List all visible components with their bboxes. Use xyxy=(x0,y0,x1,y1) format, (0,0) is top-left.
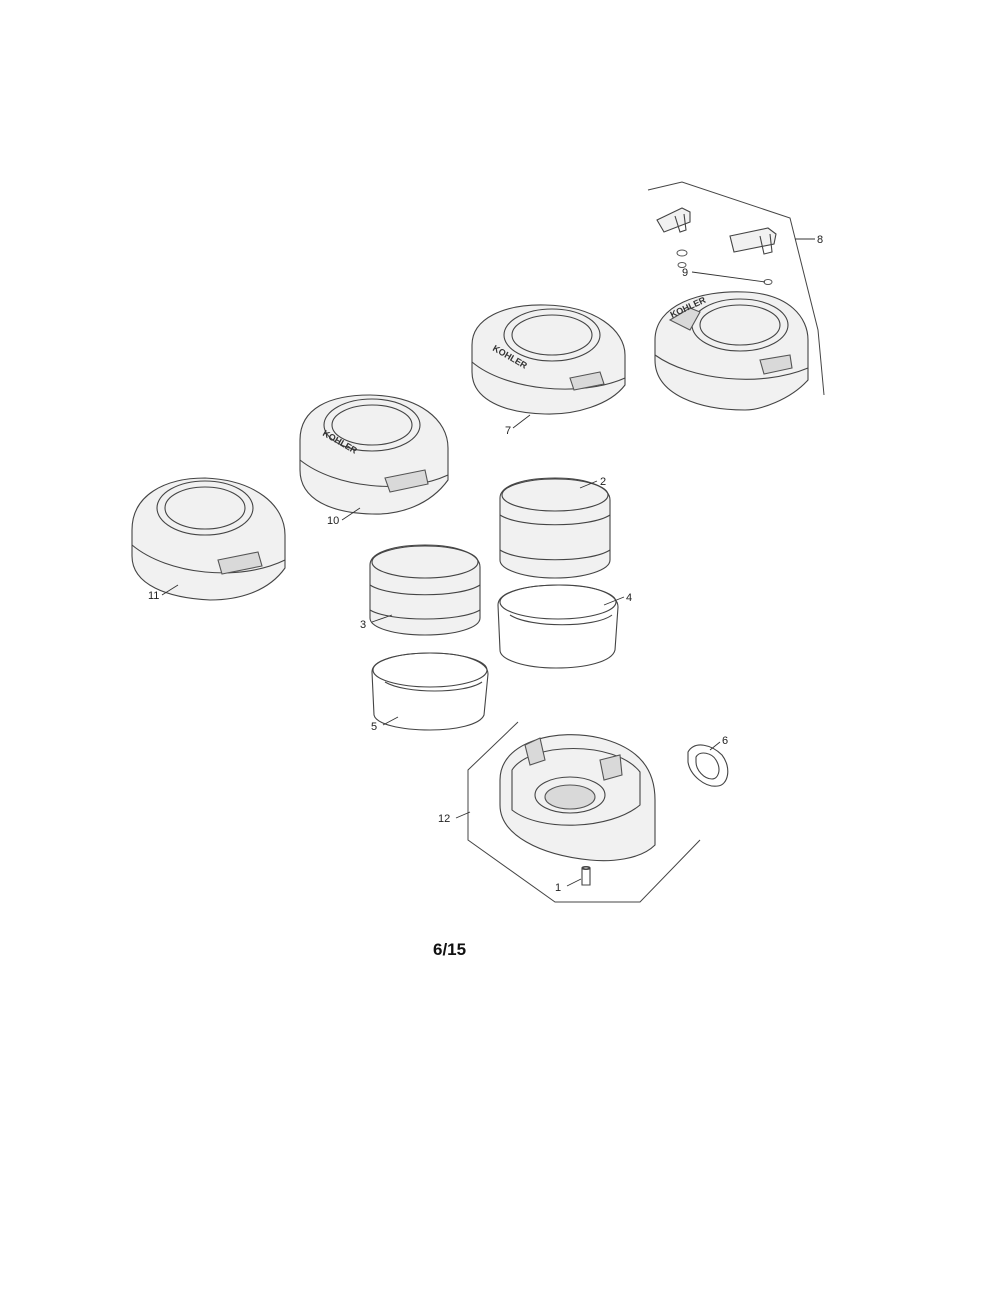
callout-3: 3 xyxy=(360,619,366,631)
callout-6: 6 xyxy=(722,735,728,747)
leader-10 xyxy=(341,507,361,521)
page-number: 6/15 xyxy=(433,940,467,959)
part-9-washer-b xyxy=(677,262,687,268)
callout-8: 8 xyxy=(817,234,823,246)
part-8-knob-right xyxy=(729,227,777,255)
leader-6 xyxy=(709,741,721,751)
leader-4 xyxy=(603,596,625,606)
leader-3 xyxy=(371,614,393,623)
callout-12: 12 xyxy=(438,813,450,825)
part-1-stud xyxy=(581,865,591,886)
part-5-precleaner xyxy=(371,652,489,731)
callout-2: 2 xyxy=(600,476,606,488)
part-4-precleaner xyxy=(497,584,619,669)
part-2-air-filter-element xyxy=(499,477,611,579)
part-8-air-cleaner-cover xyxy=(654,291,809,411)
part-8-knob-left xyxy=(656,207,691,233)
part-11-air-cleaner-cover xyxy=(131,477,286,601)
leader-1 xyxy=(566,878,582,887)
callout-4: 4 xyxy=(626,592,632,604)
leader-9 xyxy=(691,271,766,283)
callout-11: 11 xyxy=(148,590,159,602)
part-9-washer-a xyxy=(676,249,688,257)
callout-1: 1 xyxy=(555,882,561,894)
leader-2 xyxy=(579,480,598,489)
callout-9: 9 xyxy=(682,267,688,279)
leader-12 xyxy=(455,811,471,819)
part-7-air-cleaner-cover: KOHLER xyxy=(471,304,626,415)
part-12-air-cleaner-base xyxy=(499,734,656,862)
part-6-gasket xyxy=(687,744,729,787)
leader-11 xyxy=(161,584,179,596)
callout-10: 10 xyxy=(327,515,339,527)
leader-5 xyxy=(382,716,399,726)
part-9-washer-c xyxy=(763,279,773,285)
callout-7: 7 xyxy=(505,425,511,437)
part-10-air-cleaner-cover: KOHLER xyxy=(299,394,449,515)
leader-7 xyxy=(512,414,531,429)
group-boundary-upper xyxy=(647,181,825,396)
callout-5: 5 xyxy=(371,721,377,733)
group-boundary-lower xyxy=(467,721,701,903)
part-3-air-filter-element xyxy=(369,544,481,636)
